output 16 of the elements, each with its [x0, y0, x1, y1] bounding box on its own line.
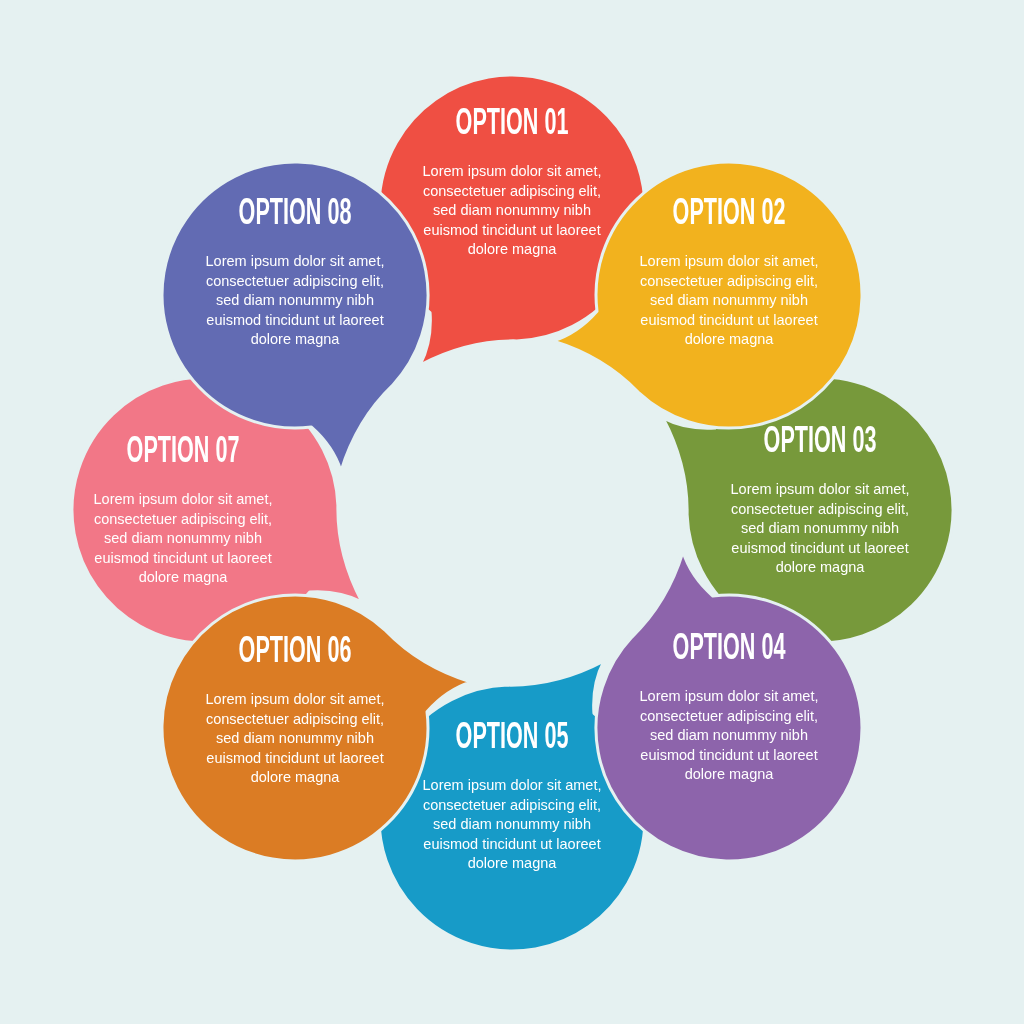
option-title: OPTION 01	[455, 104, 569, 140]
option-description: Lorem ipsum dolor sit amet, consectetuer adipiscing elit, sed diam nonummy nibh euismod tincidunt ut laoreet dolore magna	[92, 490, 274, 588]
option-description: Lorem ipsum dolor sit amet, consectetuer adipiscing elit, sed diam nonummy nibh euismod tincidunt ut laoreet dolore magna	[421, 776, 603, 874]
option-description: Lorem ipsum dolor sit amet, consectetuer adipiscing elit, sed diam nonummy nibh euismod tincidunt ut laoreet dolore magna	[638, 252, 820, 350]
option-title: OPTION 06	[238, 632, 352, 668]
option-description: Lorem ipsum dolor sit amet, consectetuer adipiscing elit, sed diam nonummy nibh euismod tincidunt ut laoreet dolore magna	[204, 690, 386, 788]
option-title: OPTION 05	[455, 718, 569, 754]
option-title: OPTION 04	[672, 629, 786, 665]
option-description: Lorem ipsum dolor sit amet, consectetuer adipiscing elit, sed diam nonummy nibh euismod tincidunt ut laoreet dolore magna	[204, 252, 386, 350]
option-title: OPTION 07	[126, 432, 240, 468]
option-title: OPTION 08	[238, 194, 352, 230]
option-title: OPTION 03	[763, 422, 877, 458]
option-description: Lorem ipsum dolor sit amet, consectetuer adipiscing elit, sed diam nonummy nibh euismod tincidunt ut laoreet dolore magna	[638, 687, 820, 785]
option-title: OPTION 02	[672, 194, 786, 230]
option-description: Lorem ipsum dolor sit amet, consectetuer adipiscing elit, sed diam nonummy nibh euismod tincidunt ut laoreet dolore magna	[729, 480, 911, 578]
option-description: Lorem ipsum dolor sit amet, consectetuer adipiscing elit, sed diam nonummy nibh euismod tincidunt ut laoreet dolore magna	[421, 162, 603, 260]
